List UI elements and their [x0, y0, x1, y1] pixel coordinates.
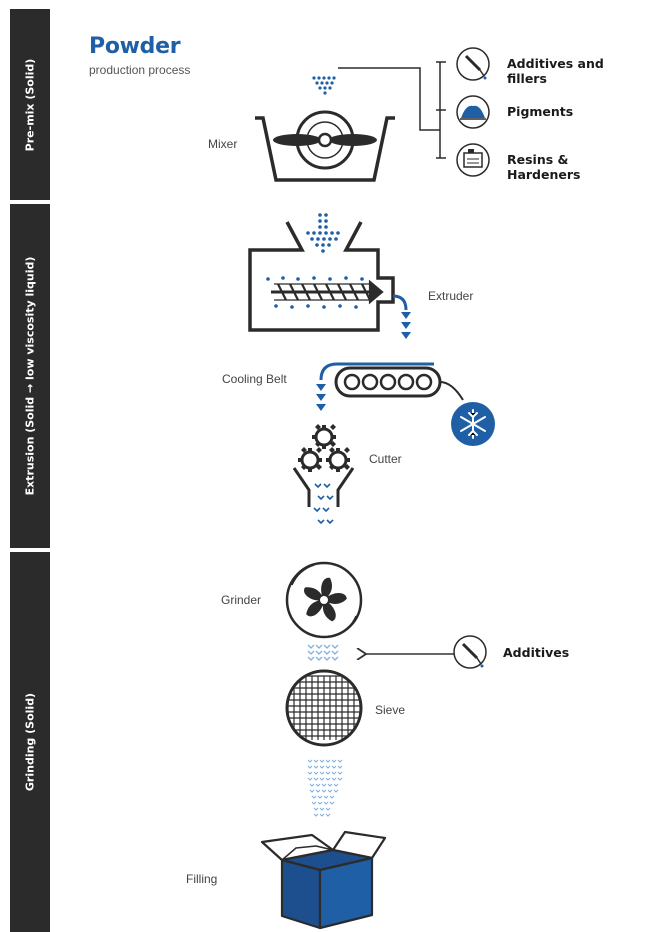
extruder-label: Extruder — [428, 289, 474, 303]
sieve-output — [307, 759, 343, 817]
grinder-label: Grinder — [221, 593, 262, 607]
stage-sidebar: Pre-mix (Solid) Extrusion (Solid → low v… — [10, 9, 50, 932]
cutter-label: Cutter — [369, 452, 402, 466]
extruder-material-dots — [266, 276, 364, 309]
filling-box-graphic — [260, 830, 387, 930]
grinder-output — [307, 644, 339, 661]
inputs-bracket — [338, 61, 446, 159]
snowflake-icon — [451, 402, 495, 446]
additives-label: Additives — [503, 645, 570, 660]
cooling-belt-graphic — [316, 362, 464, 411]
mixer-feed-dots — [312, 76, 336, 95]
resins-hardeners-label: Resins & Hardeners — [507, 152, 581, 182]
extruder-screw — [271, 279, 384, 305]
extruder-graphic — [248, 221, 395, 332]
pigment-pile-icon — [456, 95, 490, 129]
dropper-icon — [453, 635, 487, 669]
resin-canister-icon — [456, 143, 490, 177]
extruder-feed-dots — [306, 213, 340, 253]
additives-fillers-label: Additives and fillers — [507, 56, 604, 86]
dropper-icon — [456, 47, 490, 81]
mixer-graphic — [255, 110, 395, 182]
cooling-belt-label: Cooling Belt — [222, 372, 287, 386]
extruder-output — [392, 294, 411, 339]
sieve-graphic — [285, 669, 363, 747]
stage-band-extrusion: Extrusion (Solid → low viscosity liquid) — [10, 204, 50, 548]
pigments-label: Pigments — [507, 104, 574, 119]
page-subtitle: production process — [89, 63, 191, 77]
cutter-graphic — [298, 424, 350, 472]
cutter-funnel — [292, 467, 355, 507]
filling-label: Filling — [186, 872, 218, 886]
mixer-label: Mixer — [208, 137, 238, 151]
sieve-label: Sieve — [375, 703, 406, 717]
grinder-graphic — [285, 561, 363, 639]
stage-band-premix: Pre-mix (Solid) — [10, 9, 50, 200]
stage-band-grinding: Grinding (Solid) — [10, 552, 50, 932]
cutter-output — [313, 483, 334, 525]
page-title: Powder — [89, 34, 181, 59]
